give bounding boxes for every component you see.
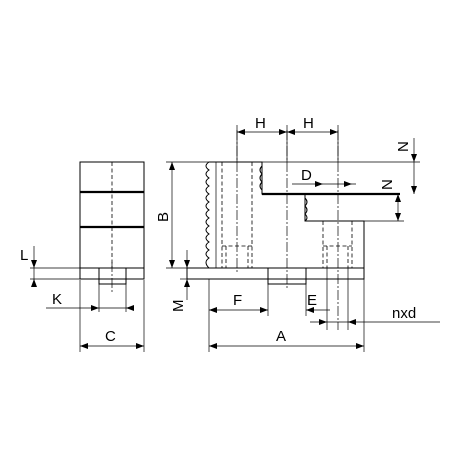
- dimension-F-arrow: [260, 307, 268, 313]
- dimension-N-top-label: N: [395, 141, 412, 152]
- front-view: D H H N N B M: [155, 115, 440, 352]
- side-view: L K C: [20, 161, 145, 352]
- serrated-edge: [205, 161, 210, 269]
- dimension-N-side-arrow: [395, 213, 401, 221]
- dimension-A-label: A: [276, 328, 286, 345]
- front-view-base: [186, 267, 365, 280]
- dimension-E-arrow: [306, 307, 314, 313]
- dimension-F-arrow: [209, 307, 217, 313]
- step-serration: [259, 165, 263, 191]
- dimension-B-arrow: [169, 162, 175, 170]
- dimension-nxd-arrow: [319, 319, 327, 325]
- dimension-H-arrow: [287, 129, 295, 135]
- dimension-L-arrow: [31, 279, 37, 287]
- dimension-E-label: E: [307, 292, 317, 309]
- dimension-L-label: L: [20, 247, 28, 264]
- dimension-N-side-label: N: [379, 179, 396, 190]
- dimension-N-side-arrow: [395, 194, 401, 202]
- dimension-H-arrow: [330, 129, 338, 135]
- dimension-nxd-label: nxd: [392, 305, 416, 322]
- dimension-N-top-arrow: [411, 154, 417, 162]
- dimension-D-arrow: [344, 181, 352, 187]
- side-view-key-slot: [98, 267, 127, 285]
- dimension-N-top-arrow: [411, 186, 417, 194]
- dimension-M-arrow: [184, 260, 190, 268]
- dimension-B-label: B: [155, 212, 172, 222]
- step-serration: [304, 197, 308, 222]
- dimension-D-arrow: [315, 181, 323, 187]
- dimension-K-arrow: [126, 305, 134, 311]
- dimension-nxd-arrow: [348, 319, 356, 325]
- dimension-H-label-right: H: [303, 115, 314, 132]
- dimension-C-arrow: [136, 343, 144, 349]
- dimension-C-arrow: [80, 343, 88, 349]
- dimension-A-arrow: [209, 343, 217, 349]
- front-view-outline: [209, 161, 365, 269]
- dimension-H-label-left: H: [255, 115, 266, 132]
- dimension-M-arrow: [184, 279, 190, 287]
- dimension-K-label: K: [52, 291, 62, 308]
- dimension-L-arrow: [31, 260, 37, 268]
- dimension-F-label: F: [233, 292, 242, 309]
- dimension-B-arrow: [169, 260, 175, 268]
- dimension-D-label: D: [301, 167, 312, 184]
- dimension-K-arrow: [91, 305, 99, 311]
- dimension-H-arrow: [279, 129, 287, 135]
- dimension-M-label: M: [170, 300, 187, 313]
- dimension-C-label: C: [105, 328, 116, 345]
- dimension-A-arrow: [356, 343, 364, 349]
- dimension-H-arrow: [237, 129, 245, 135]
